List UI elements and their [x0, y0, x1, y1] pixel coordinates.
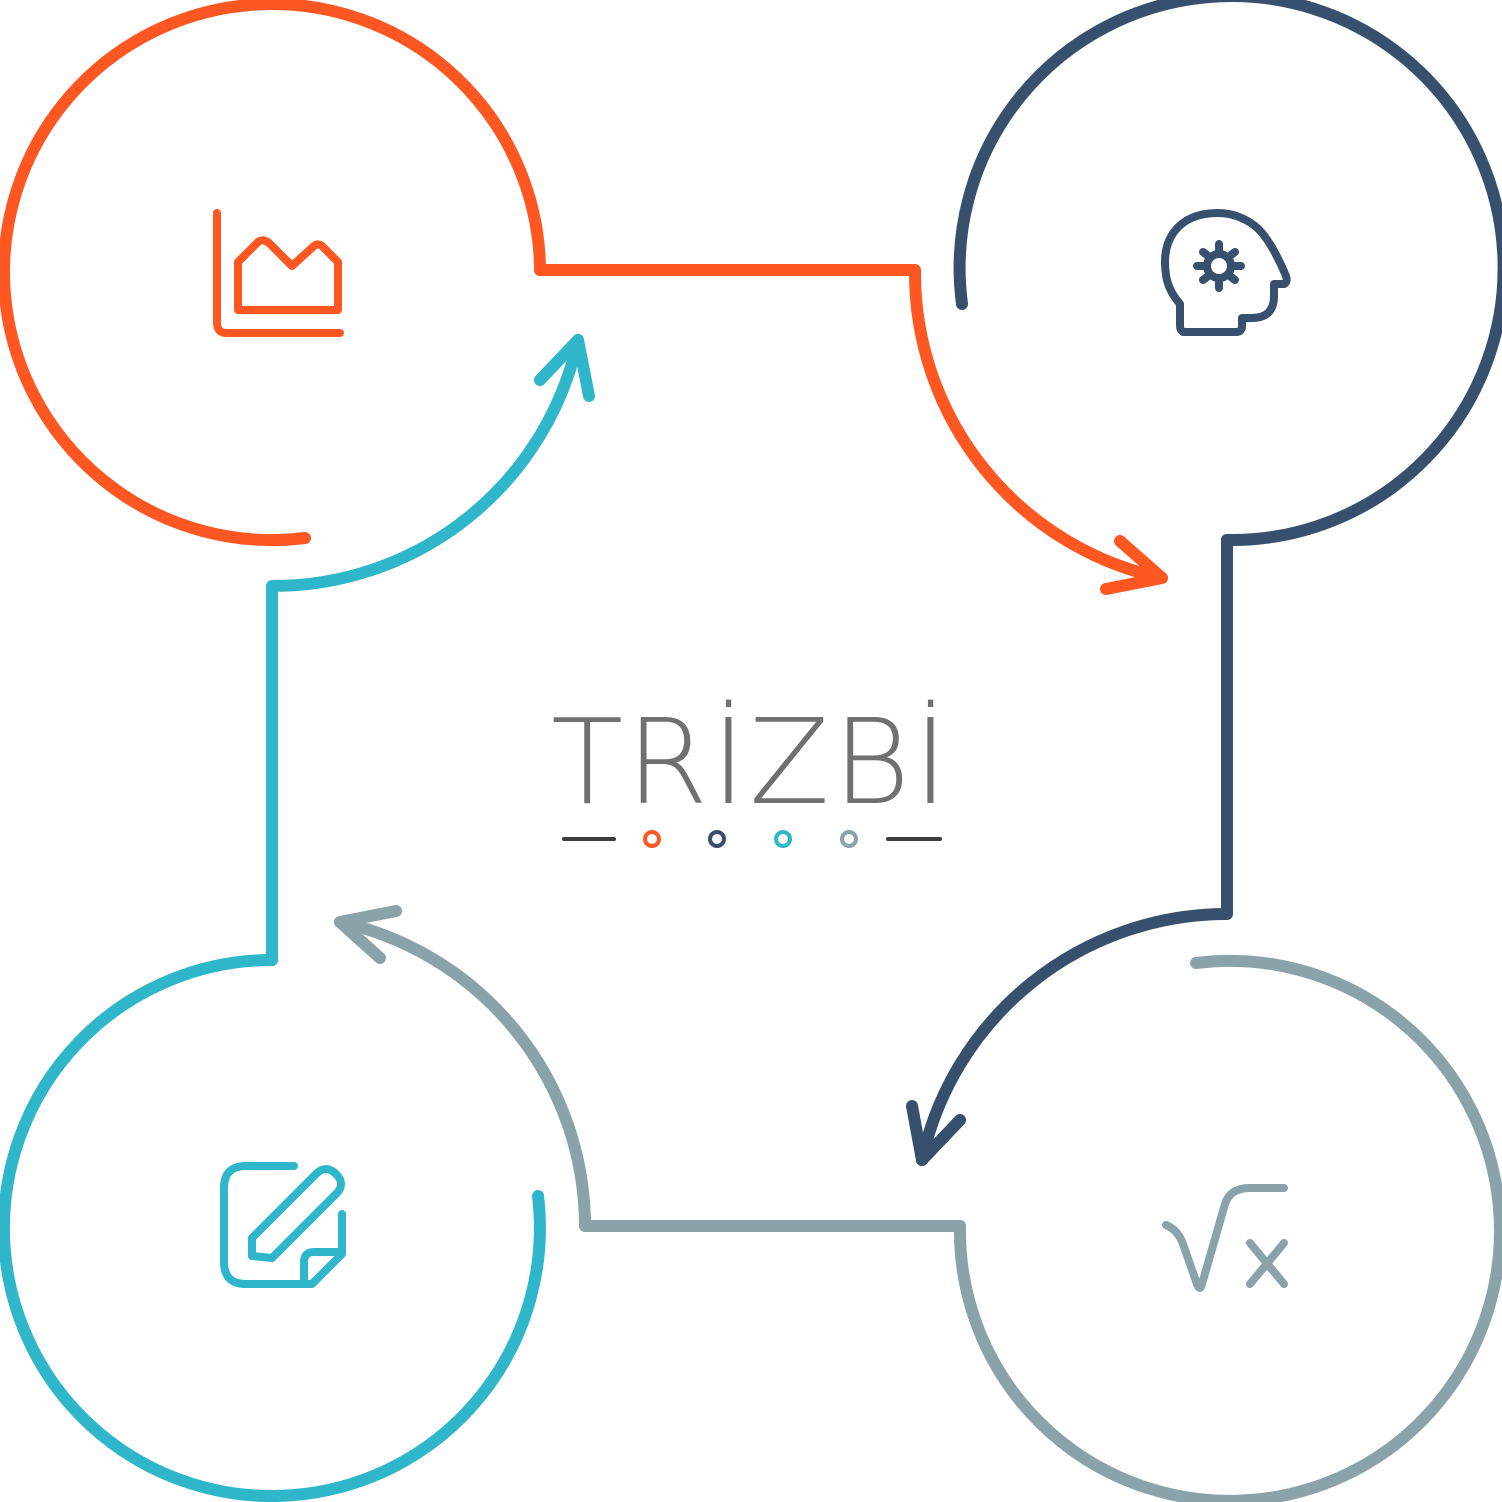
- brand-divider: [562, 830, 942, 848]
- area-chart-icon: [213, 209, 344, 337]
- head-gear-icon: [1161, 209, 1291, 336]
- arrowhead-navy: [906, 1100, 966, 1166]
- node-bottom-left: [0, 334, 595, 1502]
- dot-gray: [840, 830, 858, 848]
- square-root-x-icon: [1162, 1184, 1288, 1292]
- node-top-right-ring: [953, 0, 1502, 547]
- connector-gray: [334, 916, 966, 1232]
- node-bottom-left-ring: [0, 954, 546, 1502]
- connector-teal: [266, 334, 584, 966]
- brand-name: TRİZBİ: [551, 693, 951, 831]
- dot-orange: [643, 830, 661, 848]
- node-top-left: [0, 0, 1168, 595]
- arrowhead-gray: [334, 905, 402, 964]
- connector-navy: [916, 534, 1233, 1166]
- note-edit-icon: [220, 1162, 346, 1288]
- node-top-left-ring: [0, 0, 546, 546]
- arrowhead-orange: [1100, 535, 1168, 595]
- node-bottom-right-ring: [953, 954, 1502, 1502]
- arrowhead-teal: [534, 334, 595, 402]
- connector-orange: [534, 264, 1168, 584]
- dot-teal: [774, 830, 792, 848]
- node-top-right: [906, 0, 1502, 1166]
- dot-navy: [708, 830, 726, 848]
- brand-block: TRİZBİ: [551, 693, 951, 848]
- node-bottom-right: [334, 905, 1502, 1502]
